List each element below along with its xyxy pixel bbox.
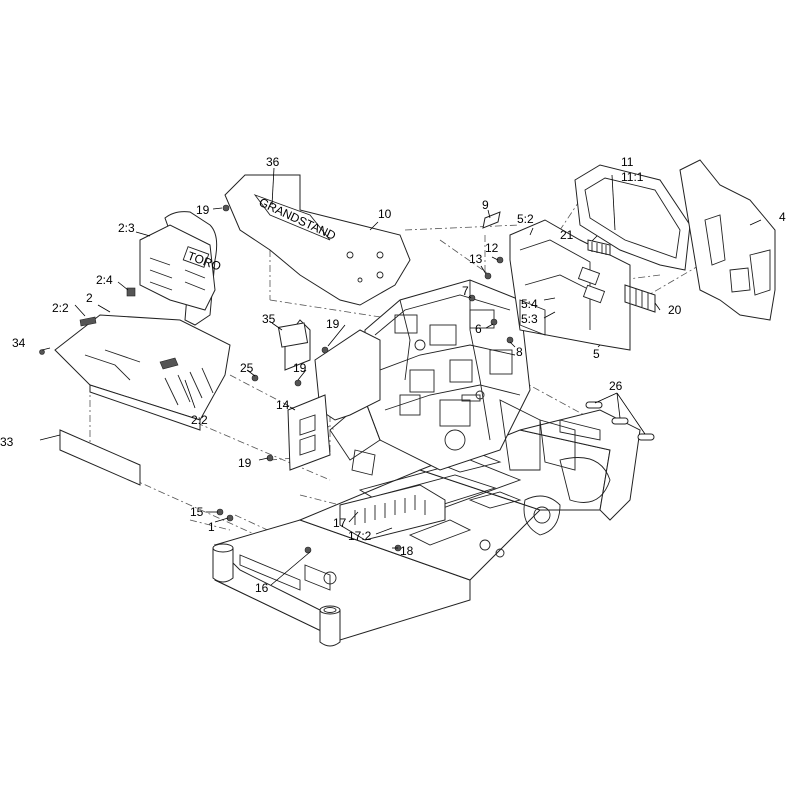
callout-5: 5 bbox=[593, 347, 600, 361]
callout-6: 6 bbox=[475, 322, 482, 336]
callout-10: 10 bbox=[378, 207, 392, 221]
callout-36: 36 bbox=[266, 155, 280, 169]
callout-33: 33 bbox=[0, 435, 14, 449]
callout-2-4: 2:4 bbox=[96, 273, 113, 287]
callout-7: 7 bbox=[462, 284, 469, 298]
part-14-bracket bbox=[284, 319, 381, 471]
callout-20: 20 bbox=[668, 303, 682, 317]
callout-17-2: 17:2 bbox=[348, 529, 372, 543]
callout-14: 14 bbox=[276, 398, 290, 412]
part-4-guard bbox=[679, 159, 776, 321]
part-2-cover: TORO bbox=[54, 211, 231, 431]
callout-13: 13 bbox=[469, 252, 483, 266]
callout-2-2-top: 2:2 bbox=[52, 301, 69, 315]
callout-4: 4 bbox=[779, 210, 786, 224]
callout-5-3: 5:3 bbox=[521, 312, 538, 326]
callout-labels: 36 11 11:1 4 9 5:2 21 19 10 2:3 12 13 2:… bbox=[0, 155, 786, 595]
leader-lines bbox=[39, 167, 762, 586]
caster-posts bbox=[212, 543, 341, 647]
part-17-grate bbox=[339, 484, 446, 541]
part-20-21-vents bbox=[587, 239, 656, 313]
callout-19-bottom: 19 bbox=[238, 456, 252, 470]
callout-26: 26 bbox=[609, 379, 623, 393]
part-11-shroud bbox=[574, 164, 691, 271]
part-26-pins bbox=[585, 401, 655, 441]
callout-2: 2 bbox=[86, 291, 93, 305]
callout-17: 17 bbox=[333, 516, 347, 530]
callout-5-4: 5:4 bbox=[521, 297, 538, 311]
callout-19-mid: 19 bbox=[326, 317, 340, 331]
callout-19-lower: 19 bbox=[293, 361, 307, 375]
callout-16: 16 bbox=[255, 581, 269, 595]
callout-21: 21 bbox=[560, 228, 574, 242]
callout-1: 1 bbox=[208, 520, 215, 534]
hardware-fasteners bbox=[39, 204, 514, 554]
part-10-side-panel: GRANDSTAND bbox=[224, 174, 411, 306]
callout-19-top: 19 bbox=[196, 203, 210, 217]
callout-35: 35 bbox=[262, 312, 276, 326]
part-35-plate bbox=[277, 322, 309, 348]
part-33-plate bbox=[59, 429, 141, 486]
callout-11: 11 bbox=[621, 155, 634, 169]
callout-9: 9 bbox=[482, 198, 489, 212]
engine-tower bbox=[329, 279, 541, 476]
callout-12: 12 bbox=[485, 241, 499, 255]
callout-8: 8 bbox=[516, 345, 523, 359]
callout-11-1: 11:1 bbox=[621, 170, 644, 184]
callout-18: 18 bbox=[400, 544, 414, 558]
callout-15: 15 bbox=[190, 505, 204, 519]
callout-2-3: 2:3 bbox=[118, 221, 135, 235]
callout-25: 25 bbox=[240, 361, 254, 375]
callout-34: 34 bbox=[12, 336, 26, 350]
callout-5-2: 5:2 bbox=[517, 212, 534, 226]
callout-2-2-bottom: 2:2 bbox=[191, 413, 208, 427]
